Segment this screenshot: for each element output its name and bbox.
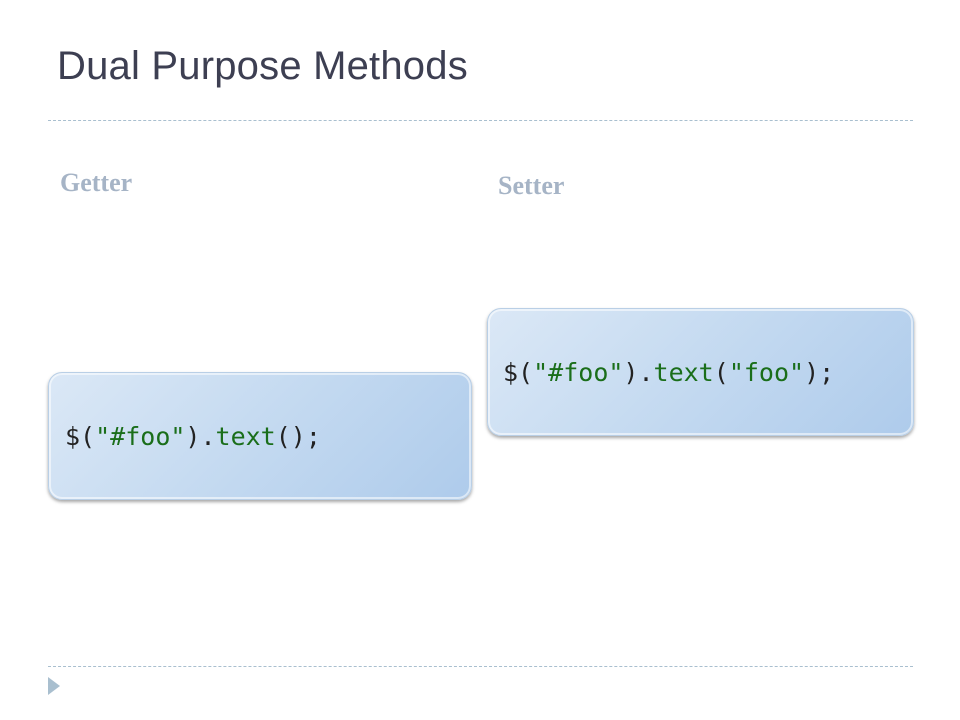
setter-code-value: "foo" bbox=[728, 357, 805, 387]
setter-code-suffix: ); bbox=[804, 357, 835, 387]
setter-code: $("#foo").text("foo"); bbox=[503, 358, 834, 387]
setter-code-selector: "#foo" bbox=[533, 357, 624, 387]
getter-code-selector: "#foo" bbox=[95, 421, 186, 451]
setter-heading: Setter bbox=[498, 171, 565, 200]
getter-heading: Getter bbox=[60, 168, 133, 197]
getter-code-prefix: $( bbox=[65, 421, 96, 451]
setter-code-prefix: $( bbox=[503, 357, 534, 387]
setter-code-mid: ). bbox=[623, 357, 654, 387]
title-divider bbox=[48, 120, 913, 121]
setter-code-open: ( bbox=[713, 357, 729, 387]
getter-code-suffix: (); bbox=[275, 421, 321, 451]
getter-code-box: $("#foo").text(); bbox=[48, 372, 472, 500]
setter-code-method: text bbox=[653, 357, 714, 387]
getter-code: $("#foo").text(); bbox=[65, 422, 321, 451]
slide-title: Dual Purpose Methods bbox=[57, 44, 468, 88]
getter-code-method: text bbox=[215, 421, 276, 451]
setter-code-box: $("#foo").text("foo"); bbox=[487, 308, 914, 436]
play-triangle-icon bbox=[48, 677, 60, 695]
getter-code-mid: ). bbox=[185, 421, 216, 451]
footer-divider bbox=[48, 666, 913, 667]
